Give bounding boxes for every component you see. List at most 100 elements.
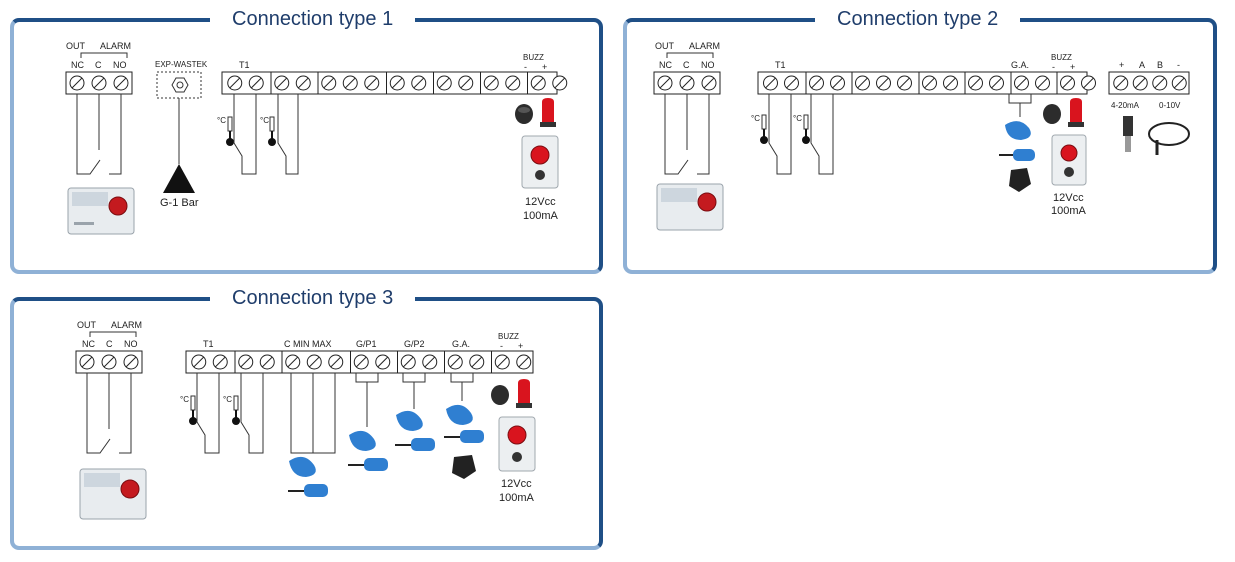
- label-nc: NC: [82, 339, 95, 349]
- gp1-bracket: [355, 373, 379, 427]
- level-wire: [290, 373, 336, 454]
- label-100ma: 100mA: [523, 210, 559, 222]
- connection-panel-3: Connection type 3 OUT ALARM NC C NO T1 C…: [10, 285, 603, 550]
- temperature-sensor-icon: [226, 116, 234, 146]
- screw-terminal-icon: [353, 354, 369, 370]
- temperature-sensor-icon: [802, 114, 810, 144]
- control-panel-icon: [67, 187, 135, 235]
- screw-terminal-icon: [306, 354, 322, 370]
- label-ga: G.A.: [452, 339, 470, 349]
- label-degc: °C: [751, 114, 760, 123]
- screw-terminal-icon: [113, 75, 129, 91]
- label-gp2: G/P2: [404, 339, 425, 349]
- relay-wire: [86, 373, 132, 454]
- label-buzz-plus: +: [518, 341, 523, 351]
- screw-terminal-icon: [516, 354, 532, 370]
- sensor-wire: [768, 94, 792, 175]
- sensor-wire: [810, 94, 834, 175]
- label-degc: °C: [223, 395, 232, 404]
- pressure-transducer-icon: [1123, 116, 1133, 152]
- temperature-sensor-icon: [760, 114, 768, 144]
- label-g1bar: G-1 Bar: [160, 197, 199, 209]
- wiring-diagram-1: OUT ALARM NC C NO EXP-WASTEK G-1 Bar T1 …: [65, 41, 568, 235]
- screw-terminal-icon: [295, 75, 311, 91]
- temperature-sensor-icon: [189, 395, 197, 425]
- screw-terminal-icon: [784, 75, 799, 91]
- screw-terminal-icon: [763, 75, 778, 91]
- label-buzz-plus: +: [1070, 62, 1075, 72]
- screw-terminal-icon: [389, 75, 405, 91]
- sensor-wire: [277, 94, 299, 175]
- label-degc: °C: [260, 116, 269, 125]
- screw-terminal-icon: [1113, 75, 1129, 91]
- screw-terminal-icon: [1081, 75, 1096, 91]
- buzzer-icon: [491, 385, 509, 405]
- alarm-bracket: [80, 52, 128, 58]
- screw-terminal-icon: [447, 354, 463, 370]
- label-buzz-plus: +: [542, 62, 547, 72]
- wiring-diagram-3: OUT ALARM NC C NO T1 C MIN MAX G/P1 G/P2…: [75, 320, 536, 520]
- pressure-bell-icon: [163, 164, 195, 193]
- panel-title-1: Connection type 1: [210, 6, 416, 32]
- screw-terminal-icon: [342, 75, 358, 91]
- label-ga: G.A.: [1011, 60, 1029, 70]
- screw-terminal-icon: [400, 354, 416, 370]
- ga-bracket: [450, 373, 474, 401]
- label-t1: T1: [775, 60, 786, 70]
- screw-terminal-icon: [436, 75, 452, 91]
- ga-bracket: [1008, 94, 1032, 117]
- gp2-bracket: [402, 373, 426, 409]
- screw-terminal-icon: [657, 75, 673, 91]
- screw-terminal-icon: [123, 354, 139, 370]
- screw-terminal-icon: [968, 75, 983, 91]
- float-switch-icon: [396, 410, 423, 431]
- screw-terminal-icon: [876, 75, 891, 91]
- connection-panel-1: Connection type 1 OUT ALARM NC C NO EXP-…: [10, 6, 603, 274]
- control-panel-icon: [79, 468, 147, 520]
- temperature-sensor-icon: [232, 395, 240, 425]
- screw-terminal-icon: [701, 75, 717, 91]
- screw-terminal-icon: [458, 75, 474, 91]
- relay-wire: [76, 94, 122, 175]
- label-no: NO: [113, 60, 127, 70]
- screw-terminal-icon: [375, 354, 391, 370]
- label-buzz: BUZZ: [523, 53, 544, 62]
- label-nc: NC: [659, 60, 672, 70]
- label-100ma: 100mA: [499, 492, 535, 504]
- screw-terminal-icon: [1132, 75, 1148, 91]
- float-switch-icon: [999, 149, 1035, 161]
- screw-terminal-icon: [101, 354, 117, 370]
- label-12vcc: 12Vcc: [525, 196, 556, 208]
- screw-terminal-icon: [679, 75, 695, 91]
- screw-terminal-icon: [79, 354, 95, 370]
- float-switch-icon: [395, 438, 435, 451]
- float-switch-icon: [348, 458, 388, 471]
- label-4-20ma: 4-20mA: [1111, 101, 1140, 110]
- control-panel-icon: [656, 183, 724, 231]
- label-ai-b: B: [1157, 60, 1163, 70]
- sensor-wire: [196, 373, 220, 454]
- screw-terminal-icon: [238, 354, 254, 370]
- screw-terminal-icon: [469, 354, 485, 370]
- label-ai-a: A: [1139, 60, 1145, 70]
- screw-terminal-icon: [897, 75, 912, 91]
- buzzer-icon: [515, 104, 533, 124]
- buzzer-icon: [1043, 104, 1061, 124]
- alarm-bracket: [89, 331, 137, 337]
- label-no: NO: [124, 339, 138, 349]
- float-switch-icon: [349, 430, 376, 451]
- screw-terminal-icon: [364, 75, 380, 91]
- screw-terminal-icon: [483, 75, 499, 91]
- label-alarm: ALARM: [100, 41, 131, 51]
- label-c: C: [95, 60, 102, 70]
- label-out: OUT: [66, 41, 86, 51]
- screw-terminal-icon: [809, 75, 824, 91]
- relay-wire: [664, 94, 710, 175]
- label-alarm: ALARM: [689, 41, 720, 51]
- screw-terminal-icon: [422, 354, 438, 370]
- label-degc: °C: [217, 116, 226, 125]
- alarm-bracket: [666, 52, 714, 58]
- label-buzz-minus: -: [524, 62, 527, 72]
- screw-terminal-icon: [989, 75, 1004, 91]
- pressure-switch-icon: [1009, 168, 1031, 192]
